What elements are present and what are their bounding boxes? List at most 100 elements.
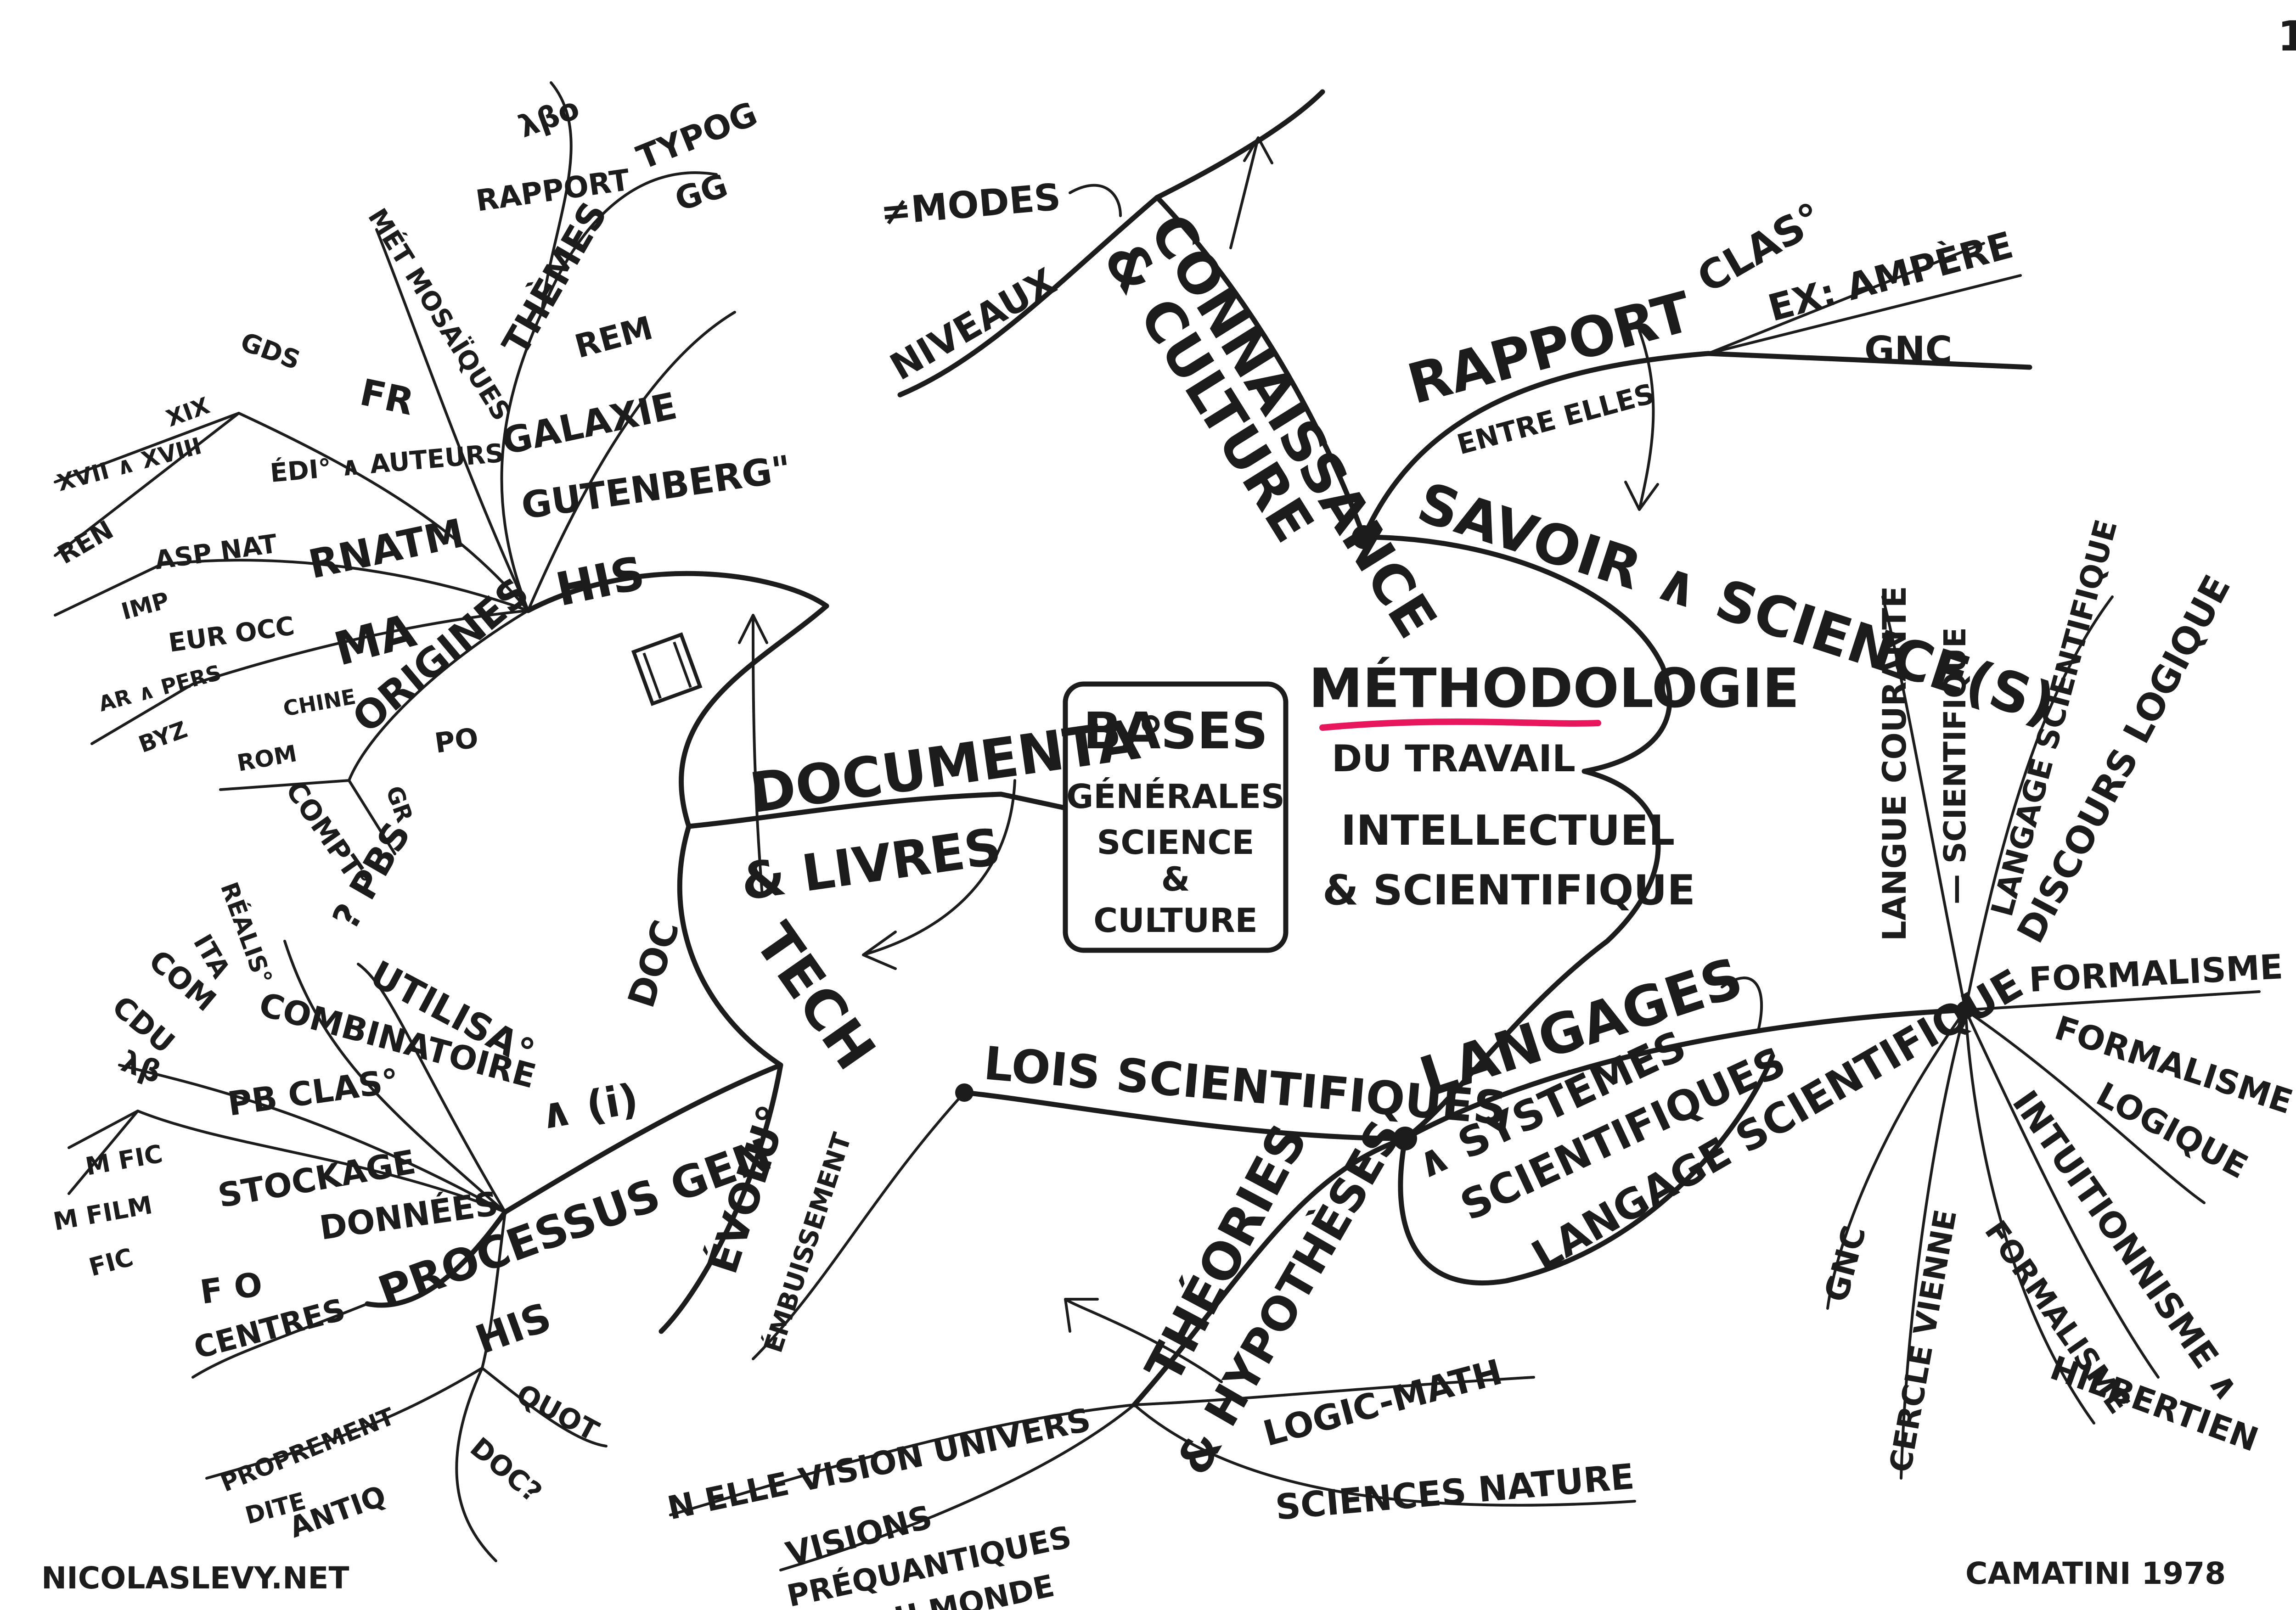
twig-origines (191, 609, 529, 685)
twig-rom (219, 779, 350, 791)
arrow-up-connaissance (1229, 136, 1273, 249)
his-top-fr: FR (356, 371, 417, 424)
his-top-galaxie: GALAXIE (498, 384, 681, 463)
twig-pbclaso (118, 1064, 506, 1213)
twig-gnc-right (1826, 1009, 1967, 1310)
twig-stockage (136, 1110, 506, 1213)
twig-centres (191, 1302, 369, 1379)
arrow-theories (1064, 1298, 1223, 1383)
branch-langages (1402, 1007, 1968, 1141)
twig-clas (1707, 242, 1985, 355)
gen-fic: FIC (86, 1243, 136, 1282)
his-top-xvii: XVII ∧ XVIII (54, 432, 204, 497)
twig-ren (54, 412, 240, 557)
gen-pbclaso: PB CLAS° (225, 1061, 401, 1123)
connaissance-modes: ≠MODES (879, 175, 1063, 234)
twig-logic (1133, 1376, 1535, 1406)
footer-site: NICOLASLEVY.NET (41, 1560, 349, 1596)
page-number: 1 (2278, 12, 2296, 61)
connaissance-group: CONNAISSANCE & CULTURE ≠MODES NIVEAUX (879, 175, 1449, 649)
his-top-rnatm: RNATM (305, 510, 468, 588)
gen-fo: F O (198, 1265, 265, 1312)
branch-his-top (525, 571, 829, 613)
twig-xvii (54, 412, 240, 483)
gen-quot: QUOT (511, 1378, 604, 1447)
branch-modes (1154, 89, 1325, 200)
his-top-imp: IMP (118, 587, 172, 625)
gen-doc: DOC? (464, 1431, 548, 1509)
twig-bracket (1721, 976, 1763, 1030)
branch-systemes (1398, 1053, 1775, 1285)
node-lois (955, 1083, 974, 1102)
his-top-aspnat: ASP NAT (153, 529, 279, 576)
methodologie-line2: DU TRAVAIL (1332, 737, 1576, 780)
footer-credit: CAMATINI 1978 (1965, 1556, 2226, 1591)
langages-vision: N ELLE VISION UNIVERS (664, 1401, 1094, 1527)
twig-imp (54, 563, 162, 617)
documenta-doc: DOC (620, 915, 688, 1012)
his-top-his: HIS (551, 546, 649, 617)
branch-tech (677, 824, 783, 1068)
twig-gr (348, 779, 396, 855)
langages-logicomath: LOGIC-MATH (1259, 1351, 1507, 1454)
twig-his (481, 1211, 506, 1369)
his-top-gutenberg: GUTENBERG" (519, 447, 794, 527)
twig-mfilm (68, 1110, 139, 1149)
twig-cercle (1900, 1009, 1967, 1480)
node-langages (1393, 1127, 1417, 1150)
langages-nature: SCIENCES NATURE (1274, 1456, 1636, 1528)
twig-nature (1133, 1403, 1636, 1507)
his-top-typog: TYPOG (631, 94, 763, 177)
center-box (1063, 681, 1289, 953)
twig-combinatoire (283, 940, 506, 1213)
arrow-up-documenta (738, 614, 768, 897)
his-top-rom: ROM (235, 740, 299, 777)
gen-his: HIS (470, 1294, 557, 1363)
twig-themes (375, 228, 529, 612)
langage-right-group: LANGUE COURANTE — SCIENTIFIQUE LANGAGE S… (1817, 516, 2296, 1475)
twig-intuit (1964, 1009, 2160, 1379)
methodologie-underline (1319, 718, 1601, 731)
his-top-group: HIS MA RNATM ORIGINES GALAXIE GUTENBERG"… (53, 90, 794, 826)
right-cercle: CERCLE VIENNE (1883, 1207, 1964, 1475)
twig-ma (159, 559, 529, 612)
node-connaissance (1352, 525, 1376, 549)
gen-compt: COMPT° (279, 775, 377, 895)
right-gnc: GNC (1817, 1222, 1874, 1306)
center-topic: BASES GÉNÉRALES SCIENCE & CULTURE (1063, 681, 1289, 953)
twig-utilisa (357, 963, 506, 1213)
center-line3: SCIENCE (1097, 823, 1255, 862)
twig-galaxie (500, 311, 543, 612)
book-icon (631, 632, 703, 706)
twig-discours (1964, 595, 2114, 1011)
twig-fr (237, 412, 529, 612)
center-line4: & (1161, 860, 1190, 898)
his-top-po: PO (433, 722, 480, 760)
twig-byz (90, 683, 194, 745)
arrow-tech (862, 779, 1016, 970)
gen-group: PROCESSUS GEN ∧ (i) UTILISA° ? PBS COMPT… (51, 775, 778, 1544)
connaissance-niveaux: NIVEAUX (883, 260, 1063, 388)
twigs (54, 81, 2261, 1571)
twig-proprement (205, 1367, 484, 1480)
methodologie-group: MÉTHODOLOGIE DU TRAVAIL INTELLECTUEL & S… (1309, 656, 1800, 914)
his-top-byz: BYZ (135, 716, 191, 758)
methodologie-line3: INTELLECTUEL (1341, 807, 1675, 855)
twig-courante (1881, 595, 1967, 1011)
gen-mfilm: M FILM (51, 1190, 154, 1236)
branch-connaissance (1154, 195, 1367, 540)
branch-gen (365, 1062, 783, 1308)
his-top-ren: REN (53, 515, 119, 570)
twig-hilb (1964, 1009, 2095, 1425)
twig-embuissement (752, 1091, 966, 1360)
twig-quot (481, 1367, 608, 1447)
center-line5: CULTURE (1093, 901, 1257, 940)
arrow-modes (1069, 184, 1122, 217)
branch-niveaux (897, 195, 1160, 398)
connaissance-title: CONNAISSANCE (1137, 203, 1448, 649)
branch-lois (962, 1090, 1408, 1141)
branch-evolu (658, 1062, 783, 1334)
node-langage-right (1956, 1001, 1975, 1019)
twig-fic (68, 1110, 139, 1195)
savoir-gnc: GNC (1864, 329, 1952, 371)
